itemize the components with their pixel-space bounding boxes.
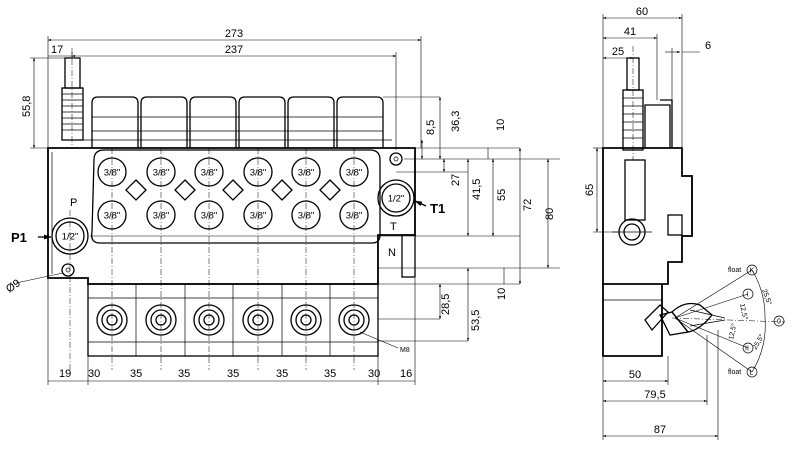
side-dim-6: 6	[705, 40, 711, 52]
dim-53-5: 53,5	[470, 310, 482, 331]
dim-41-5: 41,5	[471, 179, 483, 200]
label-m8: M8	[400, 347, 410, 354]
lever-k: K	[750, 268, 755, 275]
front-view: 3/8" 3/8" 3/8" 3/8" 3/8" 3/8" 3/8" 3/8" …	[4, 28, 560, 385]
side-dim-87: 87	[654, 424, 666, 436]
label-t1: T1	[430, 201, 445, 216]
dim-55-8: 55,8	[21, 96, 33, 117]
side-dim-50: 50	[629, 369, 641, 381]
dim-27: 27	[450, 174, 462, 186]
relief-valve	[61, 48, 84, 146]
angle-12-5-bottom: 12,5°	[727, 322, 738, 340]
dim-30-left: 30	[88, 368, 100, 380]
dim-55: 55	[496, 189, 508, 201]
dim-10-top: 10	[495, 119, 507, 131]
dim-36-3: 36,3	[450, 111, 462, 132]
dim-237: 237	[225, 44, 243, 56]
dim-28-5: 28,5	[440, 294, 452, 315]
dim-80: 80	[544, 208, 556, 220]
dim-72: 72	[522, 199, 534, 211]
side-dim-25: 25	[612, 46, 624, 58]
dim-273: 273	[225, 28, 243, 40]
lever-float-k: float	[728, 267, 741, 274]
dim-10-bottom: 10	[496, 288, 508, 300]
side-dim-79-5: 79,5	[644, 389, 665, 401]
body-diamonds	[125, 179, 341, 201]
lever-l: L	[750, 370, 754, 377]
dim-35: 35	[324, 368, 336, 380]
dim-35: 35	[227, 368, 239, 380]
center-lines	[69, 148, 355, 370]
tank-port-label: 1/2"	[388, 194, 405, 205]
lever-ii: II	[745, 346, 749, 353]
tank-port	[377, 179, 415, 217]
label-p: P	[70, 197, 77, 209]
angle-12-5-top: 12,5°	[738, 303, 749, 321]
side-dim-60: 60	[636, 6, 648, 18]
side-dim-41: 41	[624, 26, 636, 38]
work-ports	[97, 157, 369, 230]
label-hole-diameter: Ø9	[4, 277, 23, 295]
dim-19: 19	[59, 368, 71, 380]
label-n: N	[388, 247, 396, 259]
dim-35: 35	[276, 368, 288, 380]
label-t: T	[390, 221, 397, 233]
lever-i: I	[747, 292, 749, 299]
dim-16: 16	[400, 368, 412, 380]
lever-float-l: float	[728, 369, 741, 376]
lever-0: 0	[777, 319, 781, 326]
lower-sections	[87, 283, 379, 357]
dim-35: 35	[178, 368, 190, 380]
dim-35: 35	[130, 368, 142, 380]
angle-25-5-top: 25,5°	[760, 288, 773, 306]
side-view: K float I 0 II L float 25,5° 12,5° 12,5°…	[584, 6, 786, 440]
side-dim-65: 65	[584, 184, 596, 196]
dim-8-5: 8,5	[425, 120, 437, 135]
dim-17: 17	[51, 44, 63, 56]
label-p1: P1	[11, 230, 27, 245]
dim-30-right: 30	[368, 368, 380, 380]
spool-caps	[80, 96, 392, 148]
